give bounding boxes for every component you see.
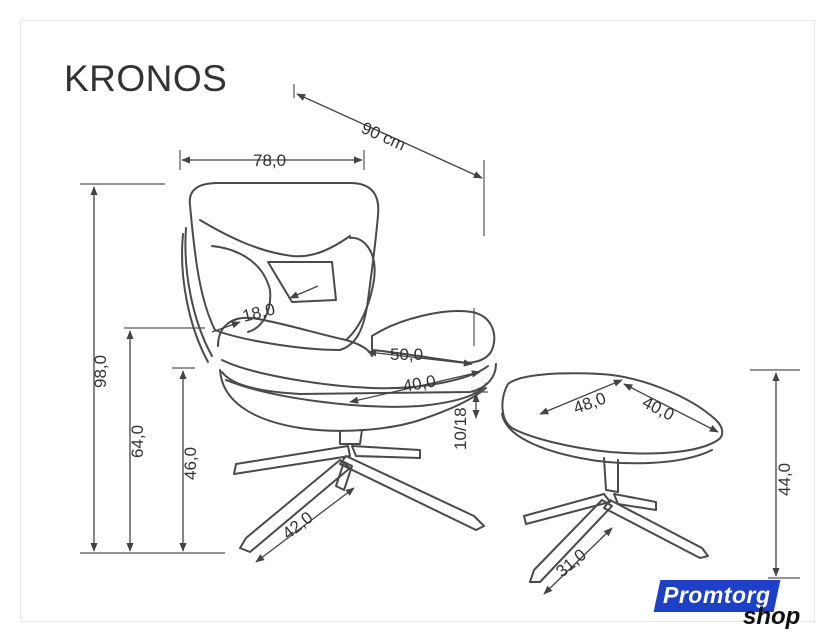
footrest-outline bbox=[501, 372, 724, 583]
dim-label-seat-height: 46,0 bbox=[181, 447, 200, 480]
dim-label-seat-thickness: 10/18 bbox=[451, 407, 470, 450]
dim-label-total-height: 98,0 bbox=[91, 355, 110, 388]
promtorg-shop-logo: Promtorg shop bbox=[651, 576, 815, 632]
dim-label-footrest-height: 44,0 bbox=[775, 463, 794, 496]
logo-line2: shop bbox=[743, 603, 801, 630]
dim-label-footrest-leg: 31,0 bbox=[552, 545, 590, 581]
product-title: KRONOS bbox=[64, 58, 228, 99]
armchair-outline bbox=[181, 182, 497, 553]
dim-label-width: 78,0 bbox=[253, 151, 286, 170]
dim-label-chair-leg: 42,0 bbox=[279, 508, 317, 543]
dim-label-armrest-height: 64,0 bbox=[128, 425, 147, 458]
logo-line1: Promtorg bbox=[663, 582, 771, 608]
dim-label-footrest-length: 48,0 bbox=[571, 389, 609, 418]
dim-label-depth: 90 cm bbox=[358, 118, 408, 154]
dim-label-footrest-width: 40,0 bbox=[639, 393, 677, 425]
dim-label-seat-depth: 50,0 bbox=[390, 345, 423, 364]
dimension-lines bbox=[80, 84, 800, 595]
